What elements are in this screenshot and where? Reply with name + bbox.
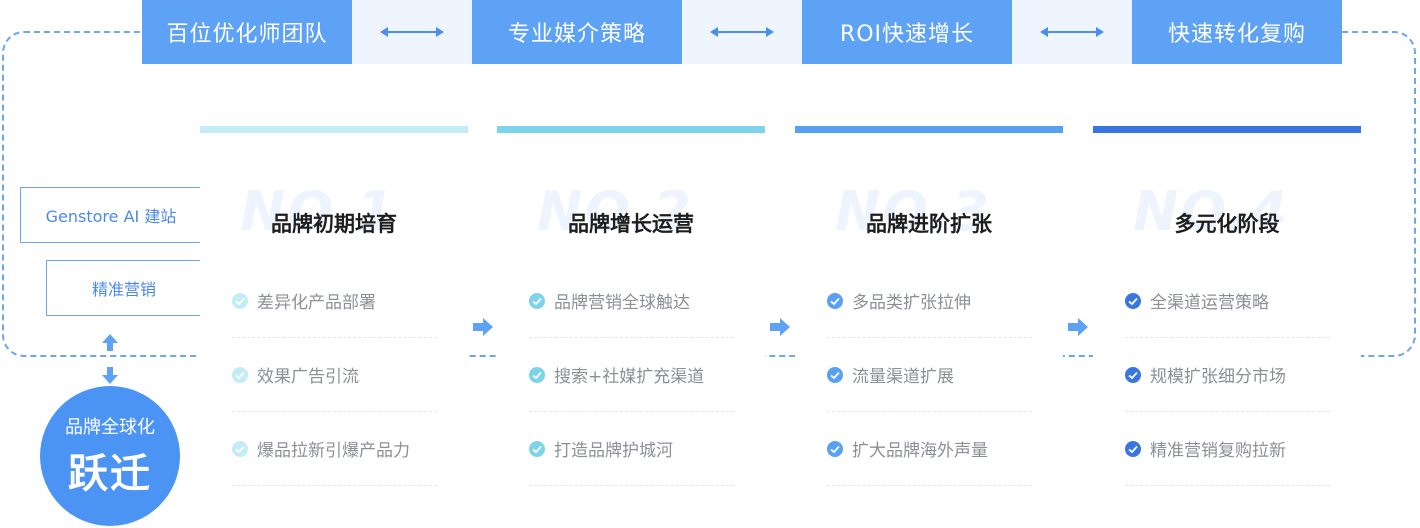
list-item: 多品类扩张拉伸 (827, 264, 1032, 338)
stage-column-4: NO.4 多元化阶段 全渠道运营策略 规模扩张细分市场 精准营销复购拉新 (1093, 126, 1361, 526)
stage-number: NO.1 (240, 180, 396, 243)
list-item: 规模扩张细分市场 (1125, 338, 1330, 412)
check-circle-icon (1125, 292, 1141, 309)
check-circle-icon (232, 366, 248, 383)
check-circle-icon (1125, 440, 1141, 457)
list-item: 品牌营销全球触达 (529, 264, 734, 338)
list-item: 搜索+社媒扩充渠道 (529, 338, 734, 412)
arrow-right-icon (770, 318, 790, 336)
check-circle-icon (827, 366, 843, 383)
list-item-text: 全渠道运营策略 (1150, 293, 1269, 313)
list-item: 打造品牌护城河 (529, 412, 734, 486)
stage-column-1: NO.1 品牌初期培育 差异化产品部署 效果广告引流 爆品拉新引爆产品力 (200, 126, 468, 526)
precision-marketing-box: 精准营销 (46, 260, 202, 316)
list-item-text: 扩大品牌海外声量 (852, 441, 988, 461)
check-circle-icon (1125, 366, 1141, 383)
top-tab-team: 百位优化师团队 (142, 0, 352, 64)
circle-subtitle: 品牌全球化 (65, 417, 155, 438)
stage-title: 品牌初期培育 (271, 212, 397, 236)
check-circle-icon (232, 292, 248, 309)
list-item: 爆品拉新引爆产品力 (232, 412, 437, 486)
stage-bar (497, 126, 765, 133)
check-circle-icon (529, 440, 545, 457)
list-item: 流量渠道扩展 (827, 338, 1032, 412)
list-item-text: 流量渠道扩展 (852, 367, 954, 387)
list-item-text: 打造品牌护城河 (554, 441, 673, 461)
list-item: 全渠道运营策略 (1125, 264, 1330, 338)
top-tab-strategy: 专业媒介策略 (472, 0, 682, 64)
check-circle-icon (827, 292, 843, 309)
list-item-text: 品牌营销全球触达 (554, 293, 690, 313)
list-item-text: 效果广告引流 (257, 367, 359, 387)
stage-column-3: NO.3 品牌进阶扩张 多品类扩张拉伸 流量渠道扩展 扩大品牌海外声量 (795, 126, 1063, 526)
stage-number: NO.3 (835, 180, 991, 243)
top-tab-repurchase: 快速转化复购 (1132, 0, 1342, 64)
stage-title: 品牌增长运营 (568, 212, 694, 236)
stage-number: NO.2 (537, 180, 693, 243)
list-item-text: 差异化产品部署 (257, 293, 376, 313)
top-tabs: 百位优化师团队 专业媒介策略 ROI快速增长 快速转化复购 (142, 0, 1342, 64)
circle-title: 跃迁 (68, 451, 152, 497)
list-item: 精准营销复购拉新 (1125, 412, 1330, 486)
stage-number: NO.4 (1133, 180, 1289, 243)
stage-column-2: NO.2 品牌增长运营 品牌营销全球触达 搜索+社媒扩充渠道 打造品牌护城河 (497, 126, 765, 526)
list-item-text: 精准营销复购拉新 (1150, 441, 1286, 461)
list-item-text: 规模扩张细分市场 (1150, 367, 1286, 387)
double-arrow-icon (1012, 0, 1132, 64)
genstore-box: Genstore AI 建站 (20, 187, 202, 243)
stage-bar (795, 126, 1063, 133)
list-item: 扩大品牌海外声量 (827, 412, 1032, 486)
top-tab-roi: ROI快速增长 (802, 0, 1012, 64)
list-item-text: 多品类扩张拉伸 (852, 293, 971, 313)
check-circle-icon (529, 366, 545, 383)
check-circle-icon (232, 440, 248, 457)
stage-title: 多元化阶段 (1174, 212, 1280, 236)
stage-bar (200, 126, 468, 133)
double-arrow-icon (682, 0, 802, 64)
arrow-right-icon (473, 318, 493, 336)
up-down-arrow-icon (102, 334, 118, 384)
list-item-text: 爆品拉新引爆产品力 (257, 441, 410, 461)
check-circle-icon (827, 440, 843, 457)
list-item: 差异化产品部署 (232, 264, 437, 338)
stage-title: 品牌进阶扩张 (866, 212, 992, 236)
double-arrow-icon (352, 0, 472, 64)
arrow-right-icon (1068, 318, 1088, 336)
stage-bar (1093, 126, 1361, 133)
list-item-text: 搜索+社媒扩充渠道 (554, 367, 705, 387)
check-circle-icon (529, 292, 545, 309)
globalization-circle: 品牌全球化 跃迁 (40, 386, 180, 526)
list-item: 效果广告引流 (232, 338, 437, 412)
